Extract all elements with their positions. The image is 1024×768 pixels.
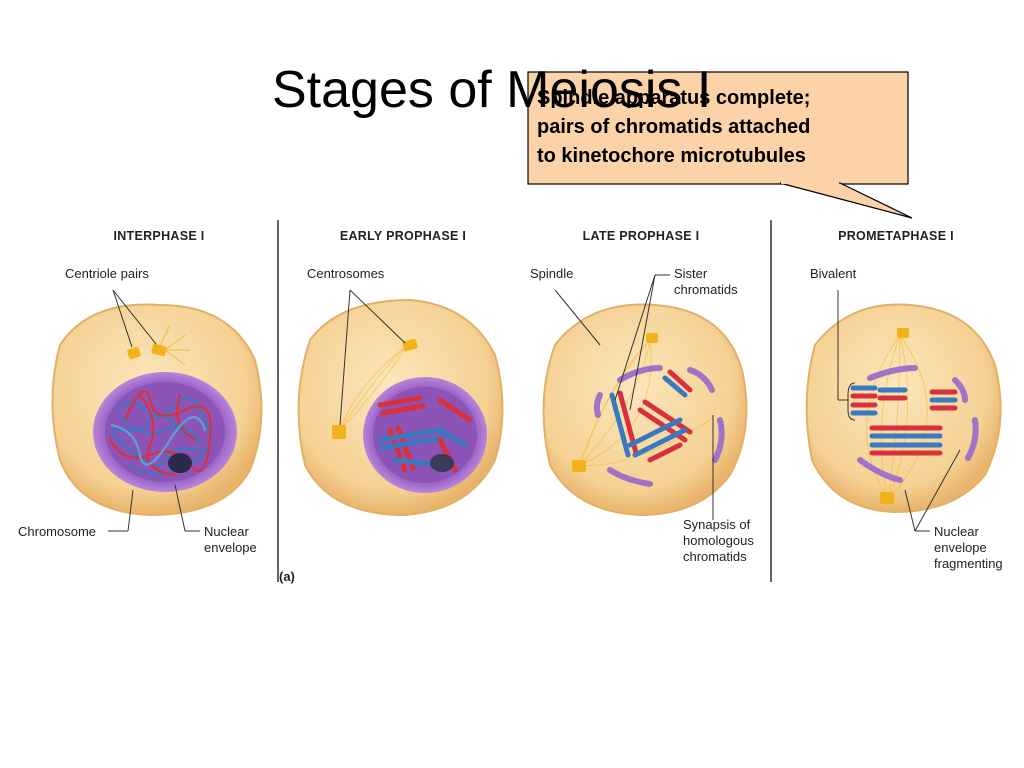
label-synapsis: Synapsis of homologous chromatids [683,517,754,564]
stage-title-early-prophase: EARLY PROPHASE I [339,229,467,243]
slide-title: Stages of Meiosis I [272,61,712,119]
cell-prometaphase [805,290,1002,532]
stage-title-interphase: INTERPHASE I [113,229,205,243]
label-bivalent: Bivalent [810,266,857,281]
label-nuclear-envelope: Nuclear envelope [204,524,257,555]
label-nuclear-envelope-fragmenting: Nuclear envelope fragmenting [934,524,1003,571]
callout-line: Spindle apparatus complete; [537,87,811,109]
stage-title-late-prophase: LATE PROPHASE I [582,229,700,243]
cell-early-prophase [297,289,504,517]
label-centriole-pairs: Centriole pairs [65,266,149,281]
panel-tag: (a) [279,569,295,584]
label-sister-chromatids: Sister chromatids [674,266,738,297]
callout-line: to kinetochore microtubules [537,145,806,167]
callout-text: Spindle apparatus complete; pairs of chr… [537,84,907,171]
cell-late-prophase [542,274,748,520]
label-chromosome: Chromosome [18,524,97,539]
callout-line: pairs of chromatids attached [537,116,811,138]
label-spindle: Spindle [530,266,574,281]
label-centrosomes: Centrosomes [307,266,385,281]
cell-interphase [51,289,263,532]
callout-box [527,71,913,219]
stage-title-prometaphase: PROMETAPHASE I [838,229,954,243]
